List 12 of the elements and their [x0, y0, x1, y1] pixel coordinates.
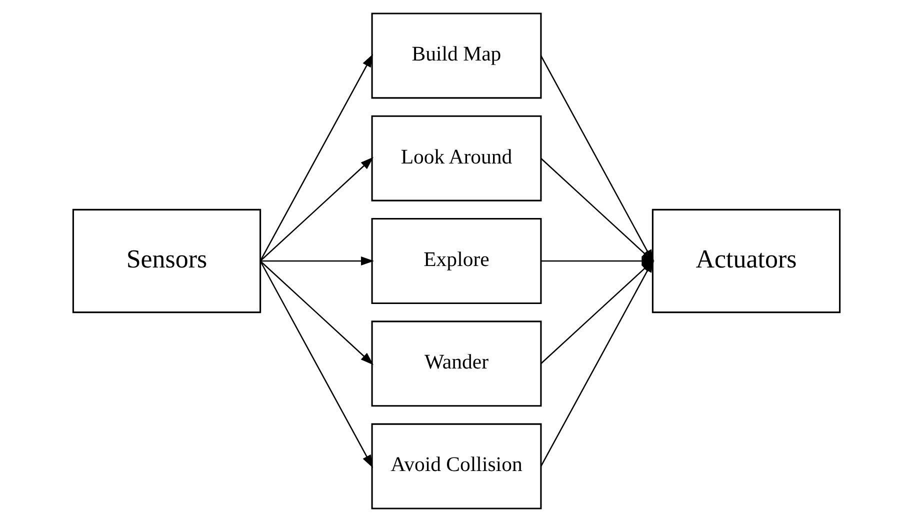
node-box: Build Map — [370, 12, 542, 99]
node-box: Sensors — [72, 208, 261, 314]
arrow — [259, 157, 373, 262]
node-box: Actuators — [651, 208, 840, 314]
node-box: Wander — [370, 320, 542, 407]
arrow — [259, 260, 372, 468]
arrow — [259, 260, 373, 365]
node-box: Look Around — [370, 115, 542, 202]
arrow — [259, 54, 372, 262]
node-box: Explore — [370, 218, 542, 304]
arrow — [260, 256, 374, 266]
node-box: Avoid Collision — [370, 423, 542, 510]
